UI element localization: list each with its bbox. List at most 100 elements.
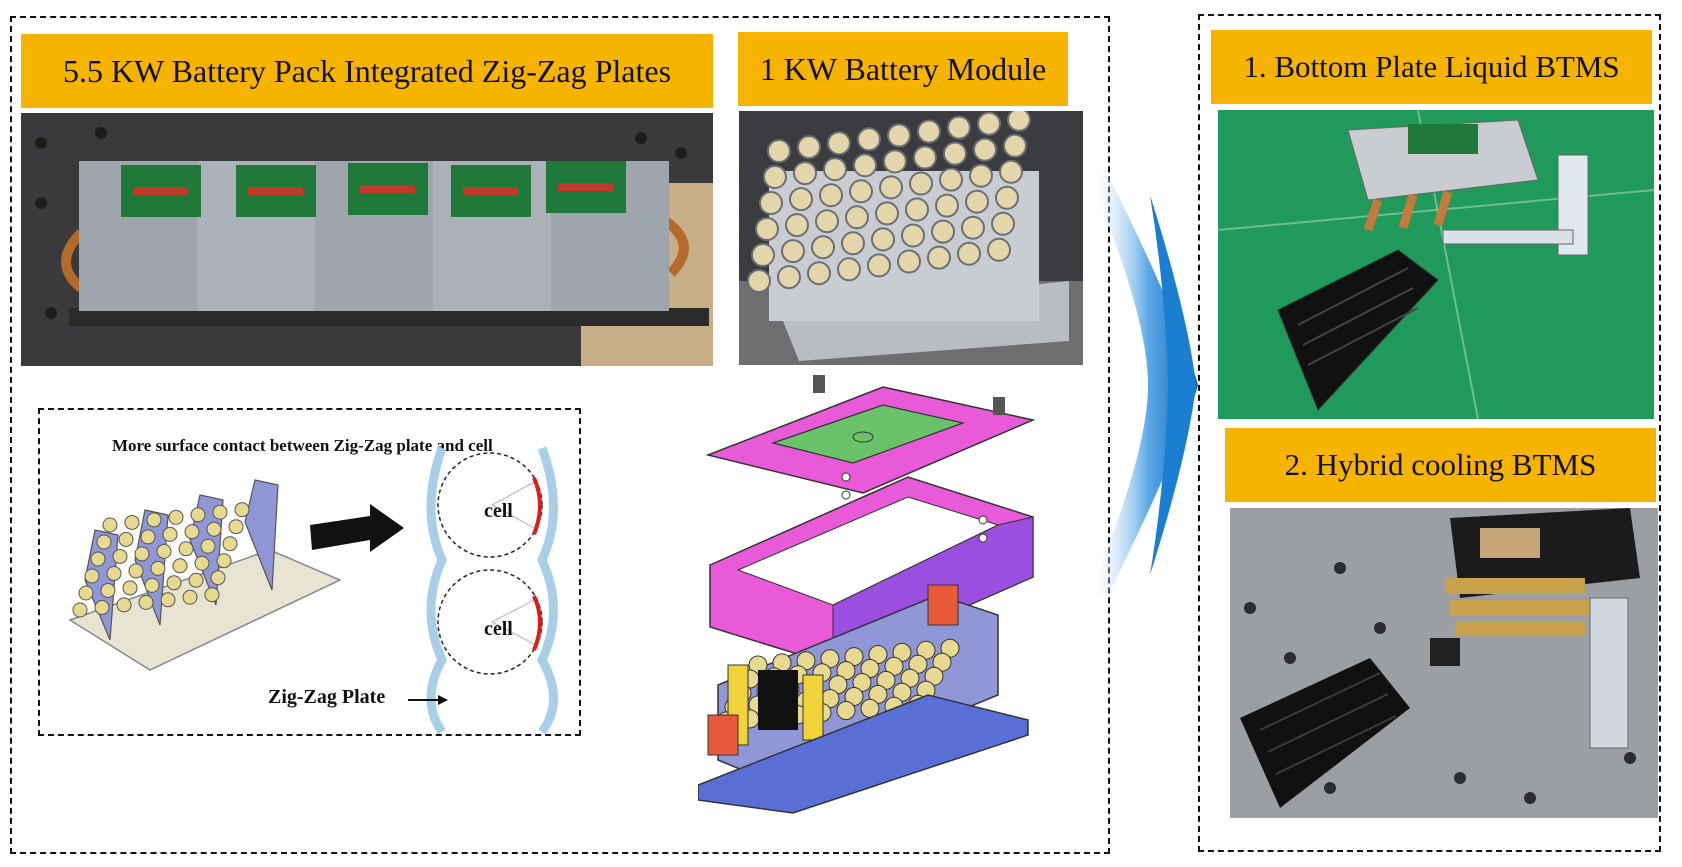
- zigzag-inset-drawing: [68, 446, 558, 734]
- cell-top: [182, 589, 198, 605]
- cell-top: [947, 115, 971, 140]
- cell-label-top: cell: [484, 500, 513, 522]
- cell-top: [909, 171, 933, 196]
- hybrid-cooling-btms-photo: [1230, 508, 1658, 818]
- cell-top: [1003, 133, 1027, 158]
- cell-top: [78, 585, 94, 601]
- cell-top: [995, 185, 1019, 210]
- cell-top: [759, 191, 783, 215]
- cell-top: [905, 197, 929, 222]
- zigzag-plate-label: Zig-Zag Plate: [268, 686, 386, 708]
- cell-top: [106, 565, 122, 581]
- cell-top: [122, 580, 138, 596]
- cell-top: [94, 599, 110, 615]
- cell-top: [836, 701, 856, 720]
- cell-top: [112, 548, 128, 564]
- cell-top: [234, 502, 250, 518]
- cell-top: [827, 131, 851, 156]
- right-chevron-arrow-icon: [1088, 175, 1198, 595]
- cell-top: [1007, 111, 1031, 132]
- module-banner: 1 KW Battery Module: [738, 32, 1068, 106]
- battery-module-photo: [739, 111, 1083, 365]
- cell-top: [194, 555, 210, 571]
- cell-top: [763, 165, 787, 189]
- cell-top: [140, 529, 156, 545]
- cell-top: [204, 587, 220, 603]
- cell-top: [156, 543, 172, 559]
- cell-top: [190, 507, 206, 523]
- cell-top: [118, 531, 134, 547]
- cell-top: [841, 231, 865, 256]
- cell-top: [943, 141, 967, 166]
- cell-top: [781, 239, 805, 264]
- cell-top: [973, 137, 997, 162]
- cell-top: [785, 213, 809, 238]
- cell-top: [999, 159, 1023, 184]
- pack-banner: 5.5 KW Battery Pack Integrated Zig-Zag P…: [21, 34, 713, 108]
- cell-top: [72, 602, 88, 618]
- cell-top: [887, 123, 911, 148]
- cell-top: [184, 524, 200, 540]
- btms-1-banner-text: 1. Bottom Plate Liquid BTMS: [1243, 49, 1620, 84]
- cell-top: [977, 111, 1001, 136]
- cell-top: [883, 149, 907, 174]
- cell-top: [965, 189, 989, 214]
- cell-top: [212, 504, 228, 520]
- cell-top: [228, 519, 244, 535]
- btms-2-banner: 2. Hybrid cooling BTMS: [1225, 428, 1656, 502]
- cell-top: [845, 205, 869, 230]
- cell-top: [913, 145, 937, 170]
- cell-top: [160, 592, 176, 608]
- cell-top: [811, 235, 835, 260]
- cell-top: [917, 119, 941, 144]
- inset-title: More surface contact between Zig-Zag pla…: [112, 436, 493, 455]
- cell-top: [897, 249, 921, 274]
- cell-top: [797, 135, 821, 160]
- cell-top: [128, 563, 144, 579]
- cell-top: [849, 179, 873, 204]
- cell-top: [879, 175, 903, 200]
- cell-top: [793, 161, 817, 186]
- cell-top: [206, 521, 222, 537]
- cell-top: [789, 187, 813, 212]
- cell-label-bottom: cell: [484, 618, 513, 640]
- cell-top: [939, 167, 963, 192]
- cell-top: [150, 560, 166, 576]
- pack-banner-text: 5.5 KW Battery Pack Integrated Zig-Zag P…: [62, 52, 672, 89]
- module-banner-text: 1 KW Battery Module: [759, 50, 1047, 87]
- cell-top: [927, 245, 951, 270]
- cell-top: [991, 211, 1015, 236]
- cell-top: [837, 257, 861, 282]
- cell-top: [168, 509, 184, 525]
- cell-top: [751, 243, 775, 267]
- cell-top: [102, 517, 118, 533]
- cell-top: [931, 219, 955, 244]
- cell-top: [807, 261, 831, 286]
- battery-pack-photo: [21, 113, 713, 366]
- cell-top: [969, 163, 993, 188]
- right-arrow-icon: [310, 504, 404, 552]
- cell-top: [216, 553, 232, 569]
- cell-top: [90, 551, 106, 567]
- cell-top: [134, 546, 150, 562]
- cell-top: [767, 139, 791, 163]
- cell-top: [857, 127, 881, 152]
- cell-top: [867, 253, 891, 278]
- cell-top: [146, 512, 162, 528]
- cell-top: [961, 215, 985, 240]
- btms-2-banner-text: 2. Hybrid cooling BTMS: [1284, 447, 1597, 482]
- cell-top: [987, 237, 1011, 262]
- btms-1-banner: 1. Bottom Plate Liquid BTMS: [1211, 30, 1652, 104]
- cell-top: [96, 534, 112, 550]
- cell-top: [957, 241, 981, 266]
- cell-top: [935, 193, 959, 218]
- zigzag-inset-frame: [38, 408, 581, 736]
- cell-top: [100, 582, 116, 598]
- cell-top: [210, 570, 226, 586]
- exploded-module-drawing: [698, 375, 1036, 814]
- cell-top: [138, 594, 154, 610]
- bottom-plate-btms-photo: [1218, 110, 1654, 419]
- cell-top: [815, 209, 839, 234]
- cell-top: [819, 183, 843, 208]
- cell-top: [871, 227, 895, 252]
